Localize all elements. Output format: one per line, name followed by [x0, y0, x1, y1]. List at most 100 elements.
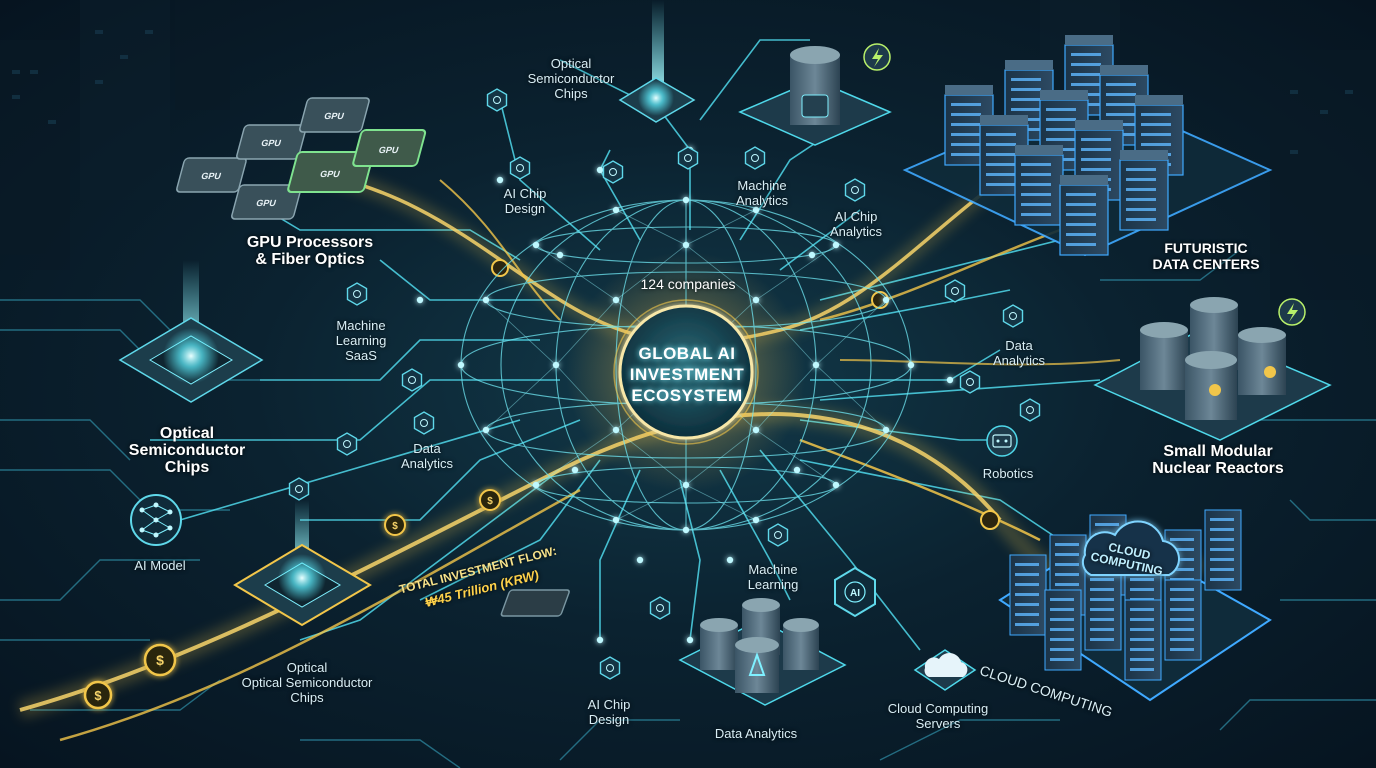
hexagon-node-icon: [844, 178, 866, 202]
label-machine-analytics: Machine Analytics: [735, 178, 789, 208]
server-rack-icon: [1014, 145, 1064, 226]
server-rack-icon: [1084, 569, 1122, 651]
label-data-centers: FUTURISTIC DATA CENTERS: [1152, 240, 1260, 272]
hexagon-node-icon: [1019, 398, 1041, 422]
network-node: [416, 296, 424, 304]
network-node: [552, 361, 560, 369]
svg-text:$: $: [94, 688, 102, 703]
label-ai-chip-design-bottom: AI Chip Design: [587, 697, 631, 727]
coin-icon: [980, 510, 1000, 530]
robot-icon: [986, 425, 1018, 457]
network-node: [682, 526, 690, 534]
network-node: [946, 376, 954, 384]
coin-icon: [491, 259, 509, 277]
coin-icon: $: [479, 489, 501, 511]
label-data-analytics-right: Data Analytics: [992, 338, 1046, 368]
gpu-chip-icon: [500, 589, 570, 617]
server-rack-icon: [1119, 150, 1169, 231]
hexagon-node-icon: [288, 477, 310, 501]
server-rack-icon: [1204, 509, 1242, 591]
network-node: [752, 206, 760, 214]
label-smr: Small Modular Nuclear Reactors: [1152, 443, 1284, 477]
server-rack-icon: [1009, 554, 1047, 636]
gpu-chip-label: GPU: [200, 171, 223, 181]
gpu-chip-label: GPU: [319, 169, 342, 179]
label-cloud-servers: Cloud Computing Servers: [887, 701, 989, 731]
hexagon-node-icon: [401, 368, 423, 392]
reactor-icon: [1185, 351, 1237, 420]
hexagon-node-icon: [677, 146, 699, 170]
gpu-chip-icon: GPU: [299, 97, 370, 133]
network-node: [812, 361, 820, 369]
label-optical-chips-left: Optical Semiconductor Chips: [128, 425, 246, 476]
lightning-icon: [863, 43, 891, 71]
label-gpu-processors: GPU Processors & Fiber Optics: [246, 234, 374, 268]
ai-badge-text: AI: [850, 588, 860, 599]
network-node: [496, 176, 504, 184]
coin-icon: $: [83, 680, 113, 710]
network-node: [682, 196, 690, 204]
network-node: [612, 516, 620, 524]
reactor-icon: [1238, 327, 1286, 395]
hexagon-node-icon: [486, 88, 508, 112]
network-node: [612, 296, 620, 304]
cloud-icon: [1081, 520, 1180, 576]
hexagon-node-icon: [602, 160, 624, 184]
hexagon-node-icon: [767, 523, 789, 547]
hexagon-node-icon: [336, 432, 358, 456]
label-optical-chips-bottom: Optical Optical Semiconductor Chips: [241, 660, 373, 705]
svg-text:$: $: [487, 496, 493, 507]
gpu-chip-label: GPU: [323, 111, 346, 121]
network-node: [686, 636, 694, 644]
hexagon-node-icon: [944, 279, 966, 303]
hexagon-node-icon: [1002, 304, 1024, 328]
server-rack-icon: [1164, 579, 1202, 661]
network-node: [532, 241, 540, 249]
hexagon-node-icon: [649, 596, 671, 620]
network-node: [793, 466, 801, 474]
cloud-computing-group: [998, 509, 1272, 702]
hexagon-node-icon: [346, 282, 368, 306]
server-rack-icon: [1059, 175, 1109, 256]
data-centers-group: [902, 35, 1273, 257]
gpu-chip-icon: GPU: [176, 157, 247, 193]
network-node: [832, 241, 840, 249]
network-node: [882, 426, 890, 434]
network-node: [571, 466, 579, 474]
gpu-chip-icon: GPU: [287, 151, 375, 193]
hexagon-node-icon: [509, 156, 531, 180]
label-machine-learning: Machine Learning: [747, 562, 799, 592]
optical-chip-icon: [233, 500, 372, 627]
data-analytics-reactors: [678, 598, 847, 706]
svg-text:$: $: [156, 652, 164, 668]
neural-net-icon: [130, 494, 182, 546]
network-node: [752, 426, 760, 434]
network-node: [726, 556, 734, 564]
label-robotics: Robotics: [982, 466, 1034, 481]
optical-chip-icon: [118, 260, 264, 403]
network-node: [832, 481, 840, 489]
network-node: [907, 361, 915, 369]
label-data-analytics-bottom: Data Analytics: [714, 726, 798, 741]
ai-badge-icon: AI: [834, 566, 876, 618]
network-node: [556, 251, 564, 259]
gpu-chip-label: GPU: [260, 138, 283, 148]
network-node: [482, 296, 490, 304]
coin-icon: $: [384, 514, 406, 536]
gpu-chip-icon: GPU: [231, 184, 302, 220]
network-node: [612, 206, 620, 214]
network-node: [457, 361, 465, 369]
hexagon-node-icon: [744, 146, 766, 170]
label-optical-chips-top: Optical Semiconductor Chips: [527, 56, 615, 101]
gpu-chip-label: GPU: [378, 145, 401, 155]
server-rack-icon: [1124, 599, 1162, 681]
server-rack-icon: [1044, 589, 1082, 671]
svg-text:$: $: [392, 521, 398, 532]
coin-icons: $ $ $ $: [83, 259, 1000, 710]
optical-chip-icon: [618, 0, 696, 123]
label-ml-saas: Machine Learning SaaS: [335, 318, 387, 363]
gpu-processors-group: GPU GPU GPU GPU GPU GPU: [176, 97, 427, 220]
network-node: [752, 296, 760, 304]
coin-icon: $: [143, 643, 177, 677]
label-data-analytics-left: Data Analytics: [400, 441, 454, 471]
